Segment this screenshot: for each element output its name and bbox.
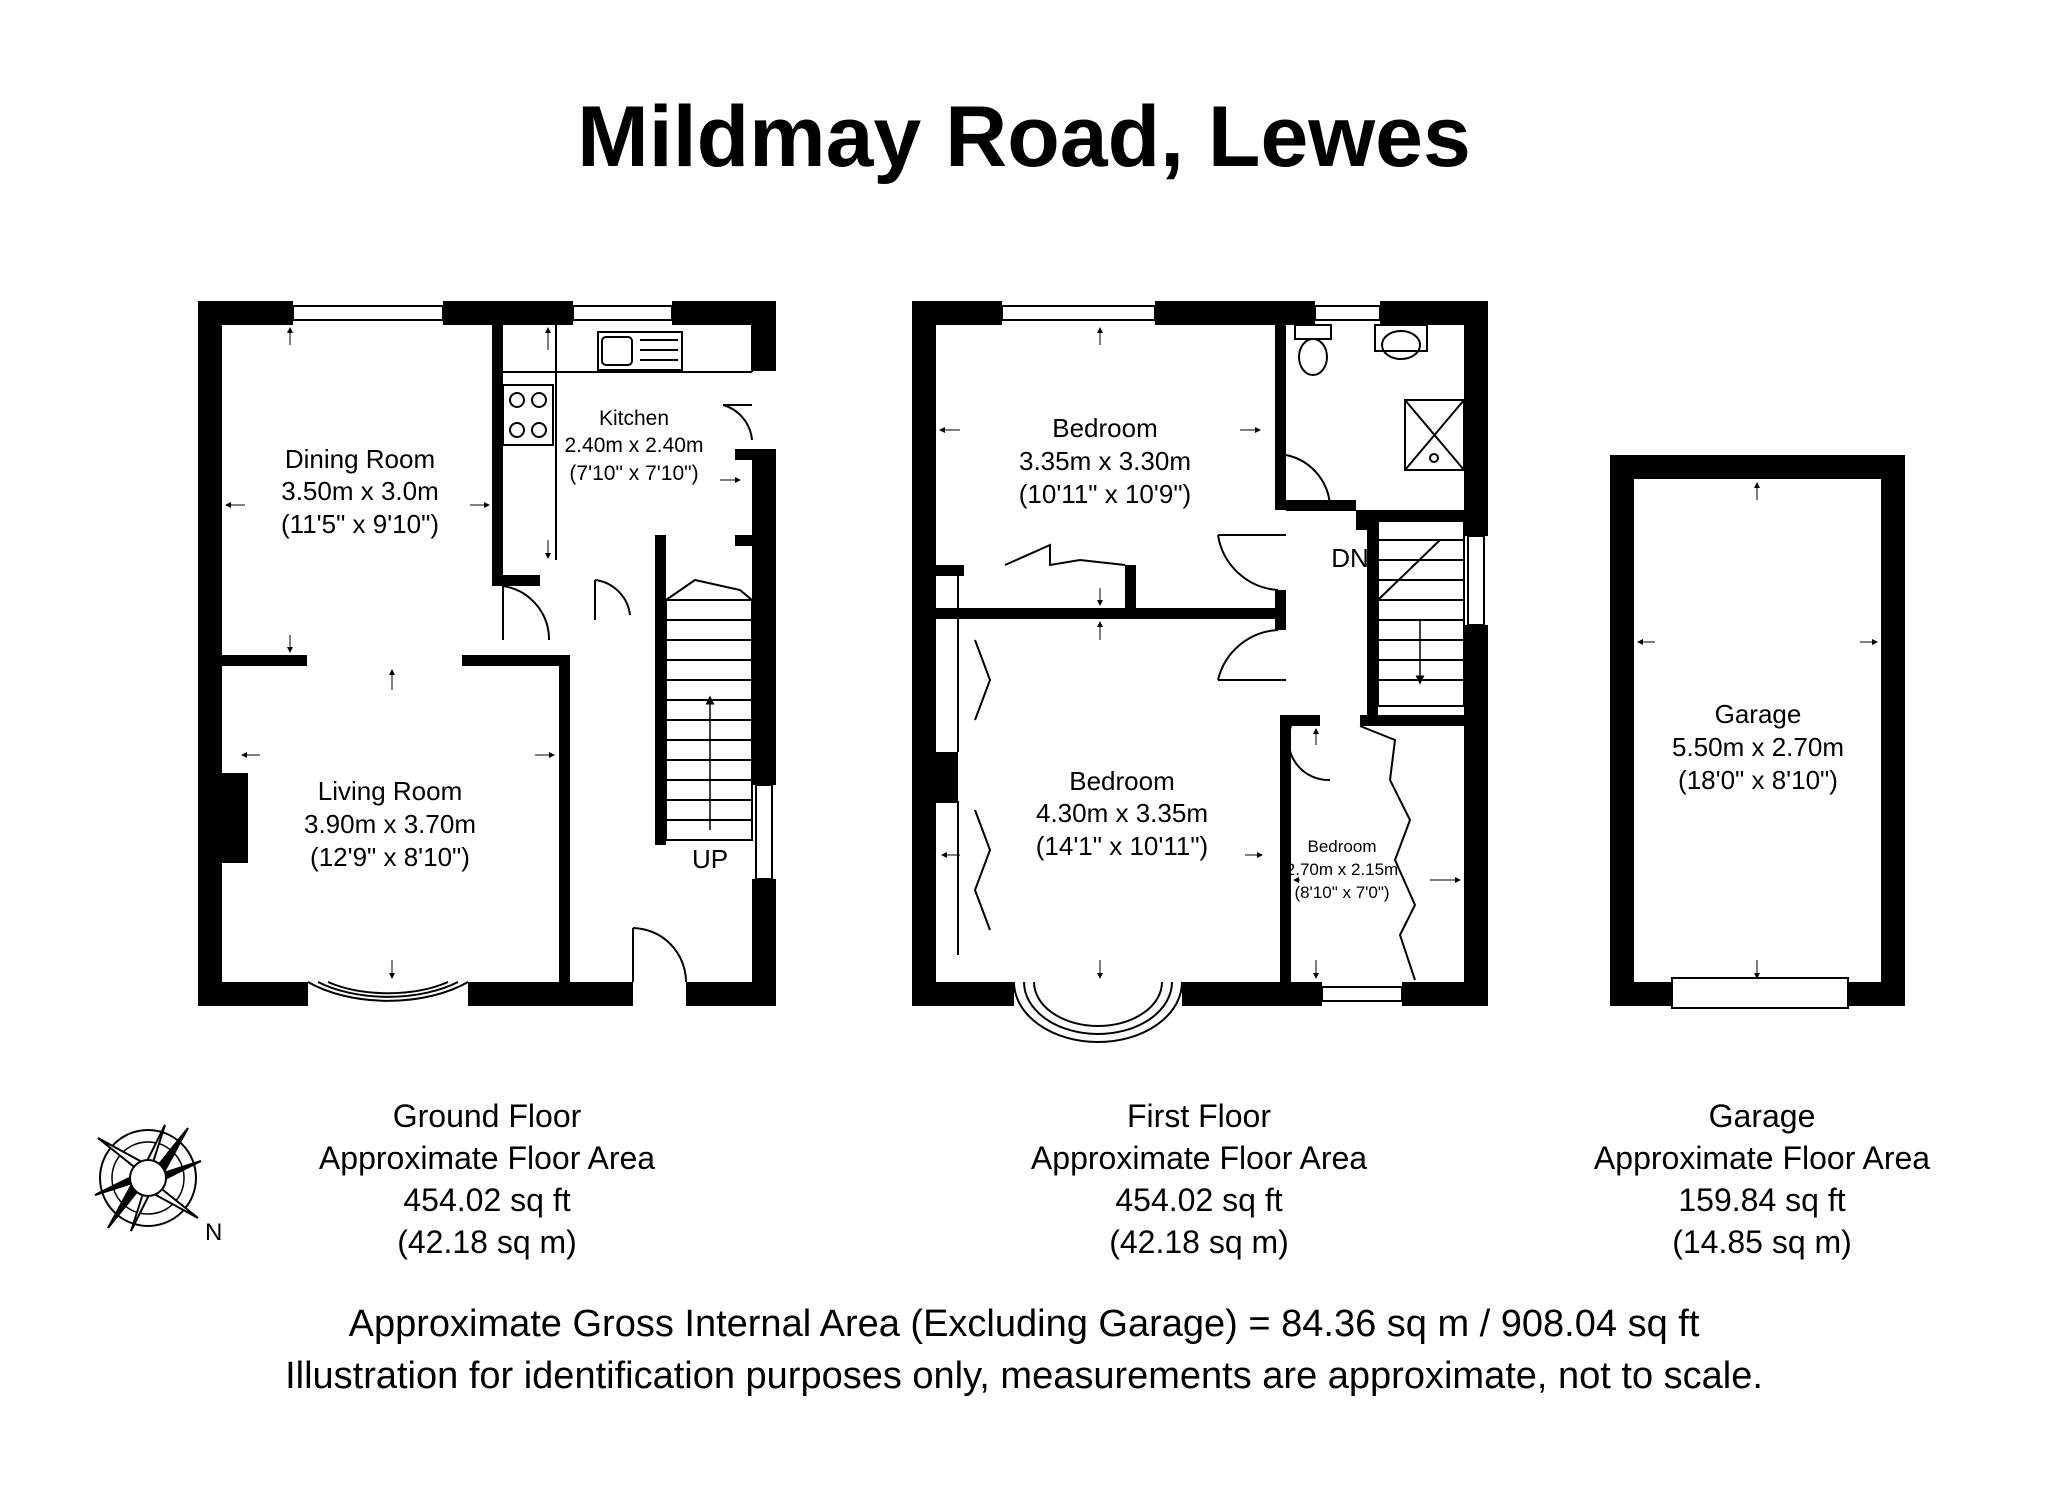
ground-floor-caption: Ground Floor Approximate Floor Area 454.…: [227, 1095, 747, 1263]
first-floor-doors: [1217, 454, 1332, 782]
garage-walls: [1610, 455, 1905, 1006]
garage-area-label: Approximate Floor Area: [1593, 1140, 1931, 1176]
bedroom-2-name: Bedroom: [1069, 766, 1175, 796]
compass-north-label: N: [205, 1219, 222, 1246]
kitchen-metric: 2.40m x 2.40m: [565, 434, 704, 457]
plan-title: Mildmay Road, Lewes: [577, 89, 1471, 185]
ground-floor-stairs: [665, 578, 753, 841]
first-floor-walls: [912, 301, 1488, 1006]
bedroom-3-metric: 2.70m x 2.15m: [1286, 860, 1398, 879]
first-floor-area-label: Approximate Floor Area: [1030, 1140, 1368, 1176]
gross-area-note: Approximate Gross Internal Area (Excludi…: [348, 1303, 1700, 1345]
bedroom-1-metric: 3.35m x 3.30m: [1019, 446, 1191, 476]
garage-sqft: 159.84 sq ft: [1678, 1182, 1846, 1218]
ground-floor-labels: Dining Room 3.50m x 3.0m (11'5" x 9'10")…: [281, 407, 728, 874]
dining-room-metric: 3.50m x 3.0m: [281, 476, 439, 506]
first-floor-plan: Bedroom 3.35m x 3.30m (10'11" x 10'9") B…: [912, 301, 1488, 1043]
bedroom-3-name: Bedroom: [1308, 837, 1377, 856]
disclaimer-note: Illustration for identification purposes…: [285, 1355, 1763, 1397]
compass-rose-icon: [94, 1124, 202, 1232]
ground-floor-area-label: Approximate Floor Area: [318, 1140, 656, 1176]
first-floor-sqm: (42.18 sq m): [1109, 1224, 1289, 1260]
garage-floor-name: Garage: [1708, 1098, 1816, 1134]
garage-imperial: (18'0" x 8'10"): [1678, 765, 1838, 795]
first-floor-stairs: [1377, 520, 1465, 707]
garage-metric: 5.50m x 2.70m: [1672, 732, 1844, 762]
bedroom-3-imperial: (8'10" x 7'0"): [1294, 883, 1389, 902]
dining-room-name: Dining Room: [285, 444, 435, 474]
ground-floor-sqm: (42.18 sq m): [397, 1224, 577, 1260]
first-floor-labels: Bedroom 3.35m x 3.30m (10'11" x 10'9") B…: [1019, 413, 1398, 902]
bedroom-2-metric: 4.30m x 3.35m: [1036, 798, 1208, 828]
first-floor-name: First Floor: [1127, 1098, 1271, 1134]
garage-door: [1671, 977, 1849, 1009]
ground-floor-windows: [292, 305, 773, 1002]
ground-floor-doors: [502, 404, 753, 983]
garage-sqm: (14.85 sq m): [1672, 1224, 1852, 1260]
stairs-up-label: UP: [692, 844, 728, 874]
bedroom-2-imperial: (14'1" x 10'11"): [1036, 831, 1208, 861]
first-floor-windows: [1001, 305, 1485, 1043]
ground-floor-walls: [198, 301, 776, 1006]
first-floor-caption: First Floor Approximate Floor Area 454.0…: [939, 1095, 1459, 1263]
ground-floor-sqft: 454.02 sq ft: [403, 1182, 571, 1218]
ground-floor-dimension-arrows: [225, 327, 741, 979]
dining-room-imperial: (11'5" x 9'10"): [281, 509, 439, 539]
garage-plan: Garage 5.50m x 2.70m (18'0" x 8'10"): [1610, 455, 1905, 1009]
first-floor-sqft: 454.02 sq ft: [1115, 1182, 1283, 1218]
garage-labels: Garage 5.50m x 2.70m (18'0" x 8'10"): [1672, 699, 1844, 795]
bathroom-fittings: [1294, 324, 1465, 471]
living-room-name: Living Room: [318, 776, 463, 806]
ground-floor-plan: Dining Room 3.50m x 3.0m (11'5" x 9'10")…: [198, 301, 776, 1006]
ground-floor-name: Ground Floor: [392, 1098, 582, 1134]
garage-dimension-arrows: [1637, 482, 1878, 979]
garage-name: Garage: [1715, 699, 1802, 729]
kitchen-imperial: (7'10" x 7'10"): [569, 462, 698, 485]
stairs-down-label: DN: [1331, 543, 1369, 573]
kitchen-name: Kitchen: [599, 407, 669, 430]
living-room-imperial: (12'9" x 8'10"): [310, 842, 470, 872]
garage-caption: Garage Approximate Floor Area 159.84 sq …: [1502, 1095, 2022, 1263]
bedroom-1-name: Bedroom: [1052, 413, 1158, 443]
first-floor-dimension-arrows: [939, 327, 1461, 979]
kitchen-fittings: [502, 325, 753, 560]
bedroom-1-imperial: (10'11" x 10'9"): [1019, 479, 1191, 509]
living-room-metric: 3.90m x 3.70m: [304, 809, 476, 839]
wardrobes: [936, 543, 1417, 981]
